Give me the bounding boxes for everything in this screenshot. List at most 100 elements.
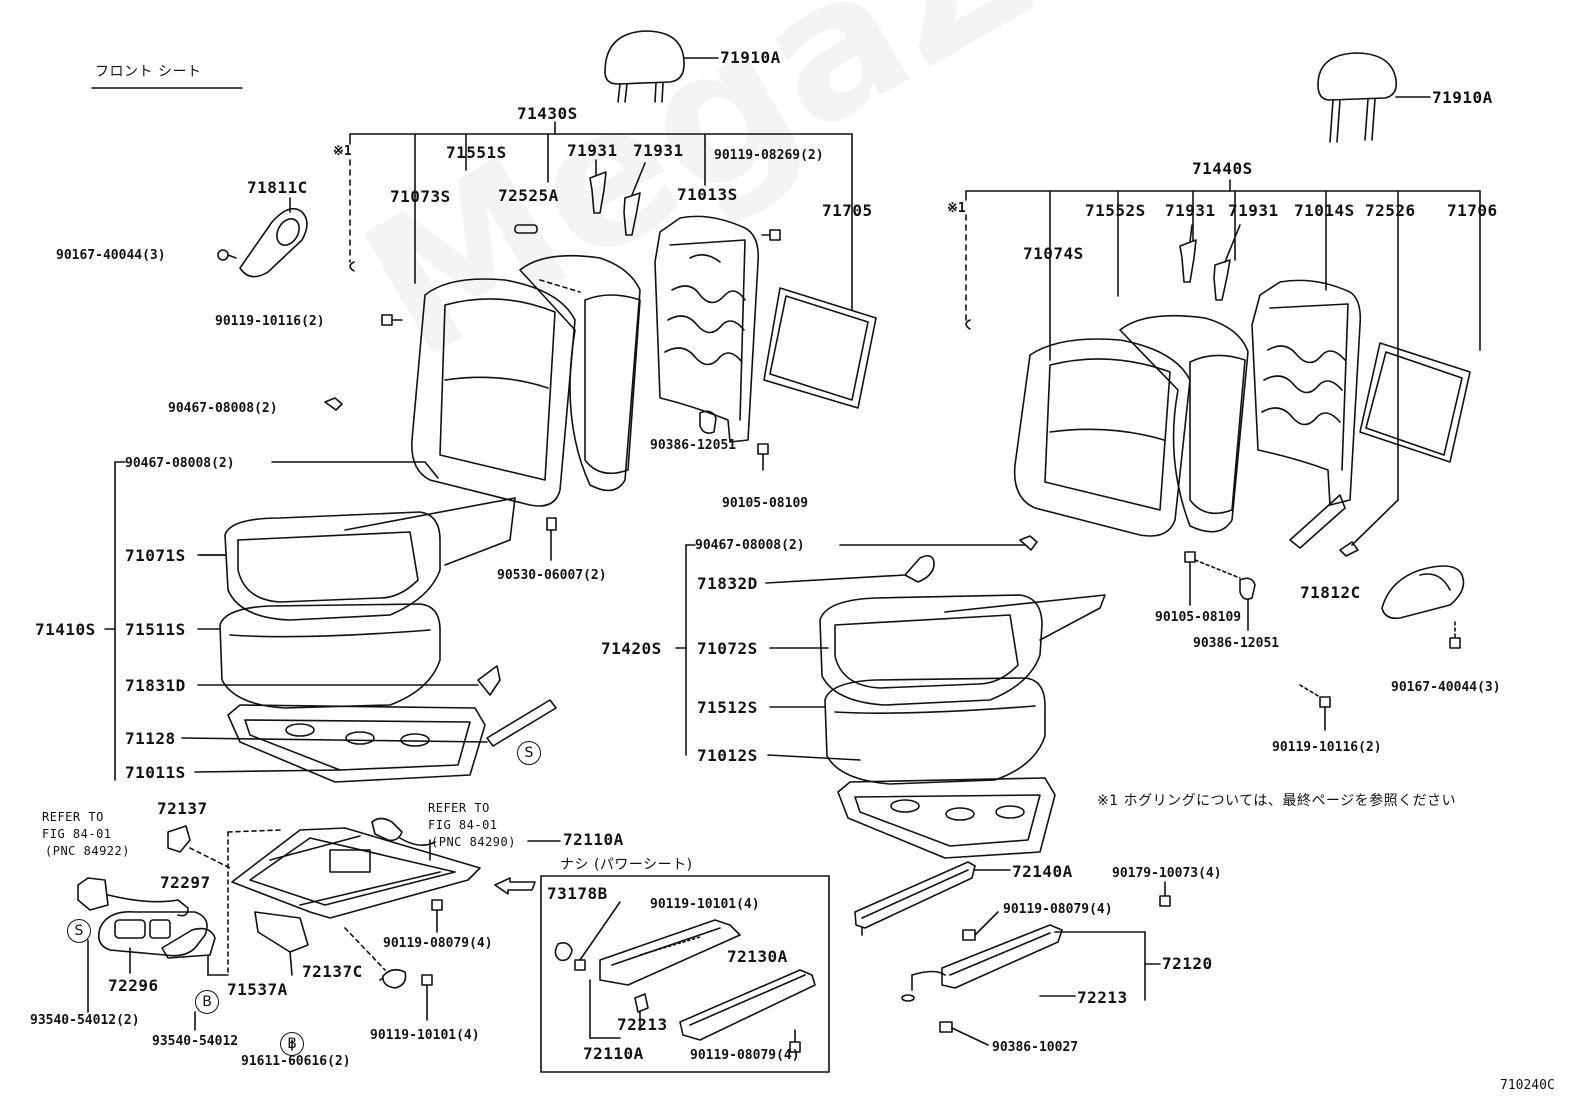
seatback-cushion-71074S [1013, 338, 1191, 537]
label-71011S: 71011S [125, 763, 186, 782]
label-90467-left-lower: 90467-08008(2) [125, 456, 235, 471]
part-71831D [477, 665, 501, 696]
label-71071S: 71071S [125, 546, 186, 565]
bracket-71420S [675, 544, 696, 756]
label-71705: 71705 [822, 201, 873, 220]
label-72140A: 72140A [1012, 862, 1073, 881]
label-73178B: 73178B [547, 884, 608, 903]
back-board-71706 [1359, 342, 1471, 463]
manual-track-72110A [599, 919, 741, 986]
label-90119-08269: 90119-08269(2) [714, 148, 824, 163]
label-71420S: 71420S [601, 639, 662, 658]
refer-left-line2: FIG 84-01 [42, 827, 112, 841]
bolt-90119-08079-right [962, 911, 999, 941]
label-71537A: 71537A [227, 980, 288, 999]
label-72525A: 72525A [498, 186, 559, 205]
headrest-left [604, 30, 685, 103]
bolt-90530 [546, 517, 557, 561]
bolt-90119-08079-box [789, 1029, 801, 1053]
label-71831D: 71831D [125, 676, 186, 695]
back-board-71705 [763, 287, 877, 409]
label-71551S: 71551S [446, 143, 507, 162]
label-90467-left-upper: 90467-08008(2) [168, 401, 278, 416]
label-72110A-top: 72110A [563, 830, 624, 849]
label-71440S: 71440S [1192, 159, 1253, 178]
leaders-bottom-left [87, 939, 384, 1051]
seat-cushion-cover-71072S [819, 594, 1106, 706]
switch-72297 [77, 877, 189, 917]
label-71931-a: 71931 [567, 141, 618, 160]
label-90386-12051-right: 90386-12051 [1193, 636, 1280, 651]
label-90467-right: 90467-08008(2) [695, 538, 805, 553]
direction-arrow [494, 877, 536, 895]
leaders-right-seat [765, 544, 1026, 761]
mark-b-upper: B [195, 990, 219, 1014]
leaders-box [589, 979, 641, 1039]
label-91611: 91611-60616(2) [241, 1054, 351, 1069]
label-90167-left: 90167-40044(3) [56, 248, 166, 263]
power-harness [371, 817, 436, 846]
label-72130A: 72130A [727, 947, 788, 966]
label-71014S: 71014S [1294, 201, 1355, 220]
manual-track-box [540, 875, 830, 1073]
refer-left-line1: REFER TO [42, 810, 104, 824]
part-73178B [554, 942, 573, 962]
label-71931-b: 71931 [633, 141, 684, 160]
label-71410S: 71410S [35, 620, 96, 639]
label-90386-10027: 90386-10027 [992, 1040, 1079, 1055]
label-71812C: 71812C [1300, 583, 1361, 602]
part-71537A [254, 911, 309, 953]
label-90119-10101-left: 90119-10101(4) [370, 1028, 480, 1043]
part-90386-12051-right [1239, 577, 1256, 600]
part-71832D [904, 554, 935, 583]
seatback-frame-71014S [1251, 279, 1362, 549]
part-72137 [167, 825, 191, 853]
mark-s-upper: S [517, 741, 541, 765]
label-90530: 90530-06007(2) [497, 568, 607, 583]
headrest-right [1317, 52, 1398, 143]
label-93540-b: 93540-54012 [152, 1034, 239, 1049]
label-72297: 72297 [160, 873, 211, 892]
bolt-90119-08269 [761, 229, 781, 241]
seatback-cushion-71073S [411, 278, 576, 507]
seatback-cover-71551S [519, 254, 641, 492]
label-72296: 72296 [108, 976, 159, 995]
power-track-72110A [231, 827, 481, 919]
label-71013S: 71013S [677, 185, 738, 204]
bolt-90119-10116-right [1299, 684, 1331, 731]
mark-s-lower: S [67, 919, 91, 943]
label-71931-c: 71931 [1165, 201, 1216, 220]
label-90386-12051-left: 90386-12051 [650, 438, 737, 453]
bolt-90179 [1159, 881, 1171, 907]
footnote: ※1 ホグリングについては、最終ページを参照ください [1097, 793, 1457, 809]
label-72137: 72137 [157, 799, 208, 818]
bolt-90167-left [217, 249, 237, 261]
label-71128: 71128 [125, 729, 176, 748]
bolt-90119-08079-left [431, 899, 443, 933]
bracket-72120 [1039, 931, 1161, 1001]
label-90119-10101-box: 90119-10101(4) [650, 897, 760, 912]
rail-72130A [679, 969, 816, 1041]
figure-code: 710240C [1500, 1078, 1555, 1093]
nut-90467-right [1019, 535, 1038, 551]
rail-72140A [854, 861, 976, 936]
part-72526 [1339, 541, 1359, 557]
seat-track-72120 [901, 924, 1063, 1002]
bracket-71410S [104, 461, 126, 781]
refer-mid-line1: REFER TO [428, 801, 490, 815]
label-90105-right: 90105-08109 [1155, 610, 1242, 625]
label-71073S: 71073S [390, 187, 451, 206]
refer-mid-line2: FIG 84-01 [428, 818, 498, 832]
seatback-frame-71013S [654, 215, 760, 443]
seat-pad-71512S [824, 677, 1046, 785]
label-93540-a: 93540-54012(2) [30, 1013, 140, 1028]
label-71430S: 71430S [517, 104, 578, 123]
label-90119-08079-box: 90119-08079(4) [690, 1048, 800, 1063]
part-72296-bracket [161, 927, 216, 959]
label-90119-08079-right: 90119-08079(4) [1003, 902, 1113, 917]
switch-bezel-72296 [97, 911, 208, 957]
label-71832D: 71832D [697, 574, 758, 593]
label-71074S: 71074S [1023, 244, 1084, 263]
leader-72526-part [1351, 499, 1399, 546]
label-72110A-bottom: 72110A [583, 1044, 644, 1063]
